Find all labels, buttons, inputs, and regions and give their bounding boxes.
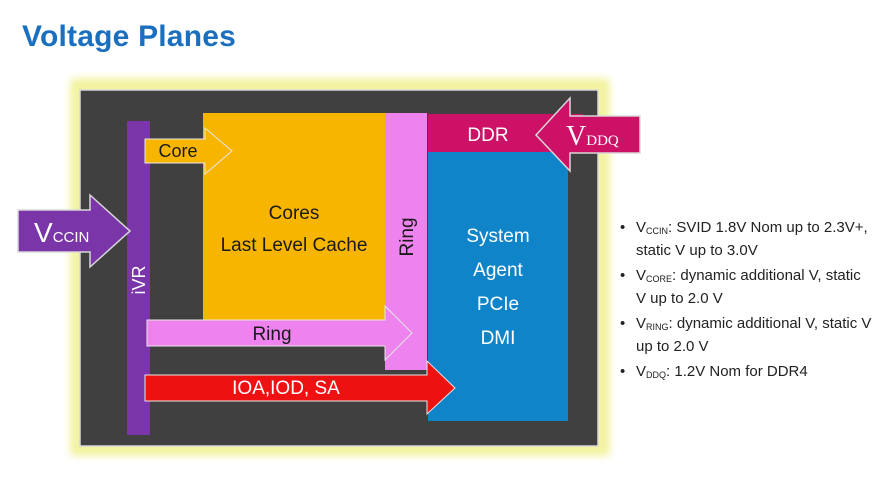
bullet-dot: • (620, 363, 626, 380)
ivr-bar (127, 121, 150, 435)
note-vring: •VRING: dynamic additional V, static V u… (620, 315, 872, 355)
ddr-label: DDR (467, 125, 508, 146)
agent-label: Agent (473, 260, 523, 281)
ring-arrow (146, 304, 413, 362)
voltage-notes: •VCCIN: SVID 1.8V Nom up to 2.3V+, stati… (620, 218, 872, 391)
system-label: System (466, 226, 529, 247)
pcie-label: PCIe (477, 294, 519, 315)
vccin-label: VCCIN (34, 217, 89, 248)
note-vddq: •VDDQ: 1.2V Nom for DDR4 (620, 363, 808, 380)
core-arrow (144, 126, 233, 176)
cores-block (203, 113, 385, 321)
dmi-label: DMI (481, 328, 516, 349)
bullet-dot: • (620, 315, 626, 332)
vccin-arrow (17, 193, 132, 269)
system-agent-block (428, 150, 568, 421)
cores-label: Cores (269, 203, 320, 224)
vddq-arrow (534, 96, 641, 173)
ivr-label: iVR (129, 265, 149, 294)
bullet-dot: • (620, 219, 626, 236)
ioa-arrow-label: IOA,IOD, SA (232, 378, 340, 399)
note-vcore: •VCORE: dynamic additional V, static V u… (620, 267, 861, 307)
vddq-label: VDDQ (566, 121, 619, 152)
page-title: Voltage Planes (22, 20, 236, 53)
ring-arrow-label: Ring (252, 324, 291, 345)
ring-vertical-label: Ring (397, 217, 418, 256)
ioa-arrow (144, 359, 456, 416)
bullet-dot: • (620, 267, 626, 284)
last-level-cache-label: Last Level Cache (221, 235, 368, 256)
core-arrow-label: Core (158, 141, 197, 161)
note-vccin: •VCCIN: SVID 1.8V Nom up to 2.3V+, stati… (620, 219, 868, 259)
